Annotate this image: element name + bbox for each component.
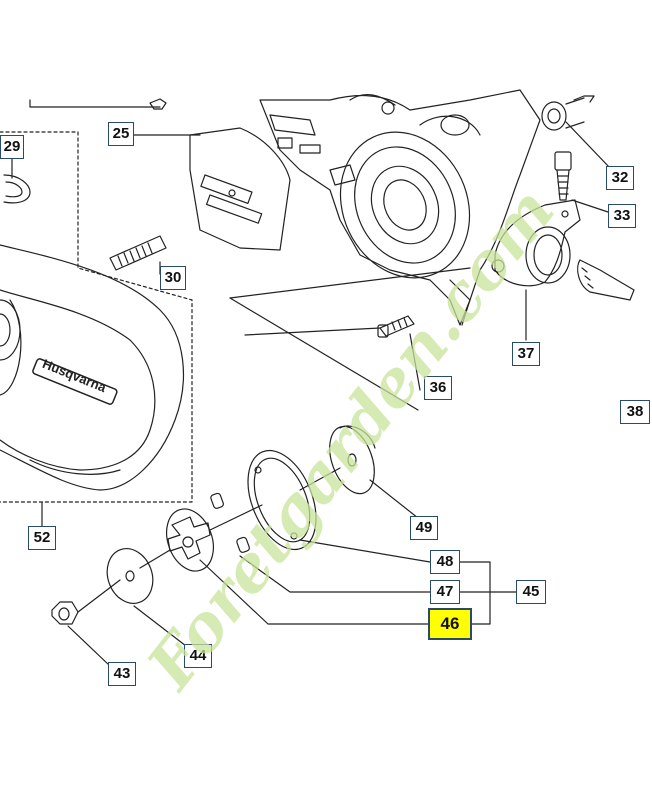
spring-clip-29 bbox=[3, 174, 31, 204]
callout-25[interactable]: 25 bbox=[108, 122, 134, 146]
bolt-33 bbox=[554, 151, 572, 201]
bearing-32 bbox=[541, 95, 595, 131]
bracket-45 bbox=[459, 561, 517, 625]
clutch-drum-48 bbox=[247, 449, 317, 551]
axis-line bbox=[77, 467, 341, 613]
clamp-37 bbox=[491, 199, 581, 287]
guard-cover bbox=[0, 244, 184, 491]
callout-32[interactable]: 32 bbox=[606, 166, 634, 190]
callout-44[interactable]: 44 bbox=[184, 644, 212, 668]
callout-37[interactable]: 37 bbox=[512, 342, 540, 366]
callout-47[interactable]: 47 bbox=[430, 580, 460, 604]
callout-52[interactable]: 52 bbox=[28, 526, 56, 550]
callout-43[interactable]: 43 bbox=[108, 662, 136, 686]
leader-43 bbox=[67, 625, 111, 667]
washer-49 bbox=[329, 425, 376, 495]
leader-48 bbox=[299, 539, 431, 563]
screw-36 bbox=[377, 315, 415, 338]
leader-47 bbox=[239, 555, 431, 593]
blade-guide-plate-25 bbox=[189, 127, 291, 251]
clutch-hub-46 bbox=[166, 508, 214, 572]
nut-43 bbox=[51, 601, 79, 625]
leader-33 bbox=[571, 199, 609, 213]
pin-upper bbox=[210, 492, 224, 509]
leader-36 bbox=[409, 333, 421, 391]
crankcase-housing bbox=[259, 89, 541, 326]
axis-line-upper bbox=[229, 267, 471, 299]
pin-47 bbox=[236, 536, 250, 553]
husqvarna-logo bbox=[32, 358, 118, 405]
top-frame-line bbox=[29, 99, 161, 108]
leader-49 bbox=[369, 479, 419, 519]
callout-30[interactable]: 30 bbox=[160, 266, 186, 290]
callout-36[interactable]: 36 bbox=[424, 376, 452, 400]
callout-45[interactable]: 45 bbox=[516, 580, 546, 604]
washer-44 bbox=[106, 548, 154, 604]
callout-49[interactable]: 49 bbox=[410, 516, 438, 540]
shaft-38 bbox=[577, 259, 635, 301]
stud-30 bbox=[109, 235, 167, 271]
axis-line-screw bbox=[229, 297, 419, 411]
callout-33[interactable]: 33 bbox=[608, 204, 636, 228]
callout-46-highlighted[interactable]: 46 bbox=[428, 608, 472, 640]
leader-44 bbox=[133, 605, 187, 647]
cover-dashed-box bbox=[0, 131, 193, 503]
callout-29[interactable]: 29 bbox=[0, 135, 24, 159]
top-bolt bbox=[149, 98, 167, 110]
callout-48[interactable]: 48 bbox=[430, 550, 460, 574]
callout-38[interactable]: 38 bbox=[620, 400, 650, 424]
leader-32 bbox=[565, 121, 611, 169]
leader-46 bbox=[199, 559, 431, 625]
